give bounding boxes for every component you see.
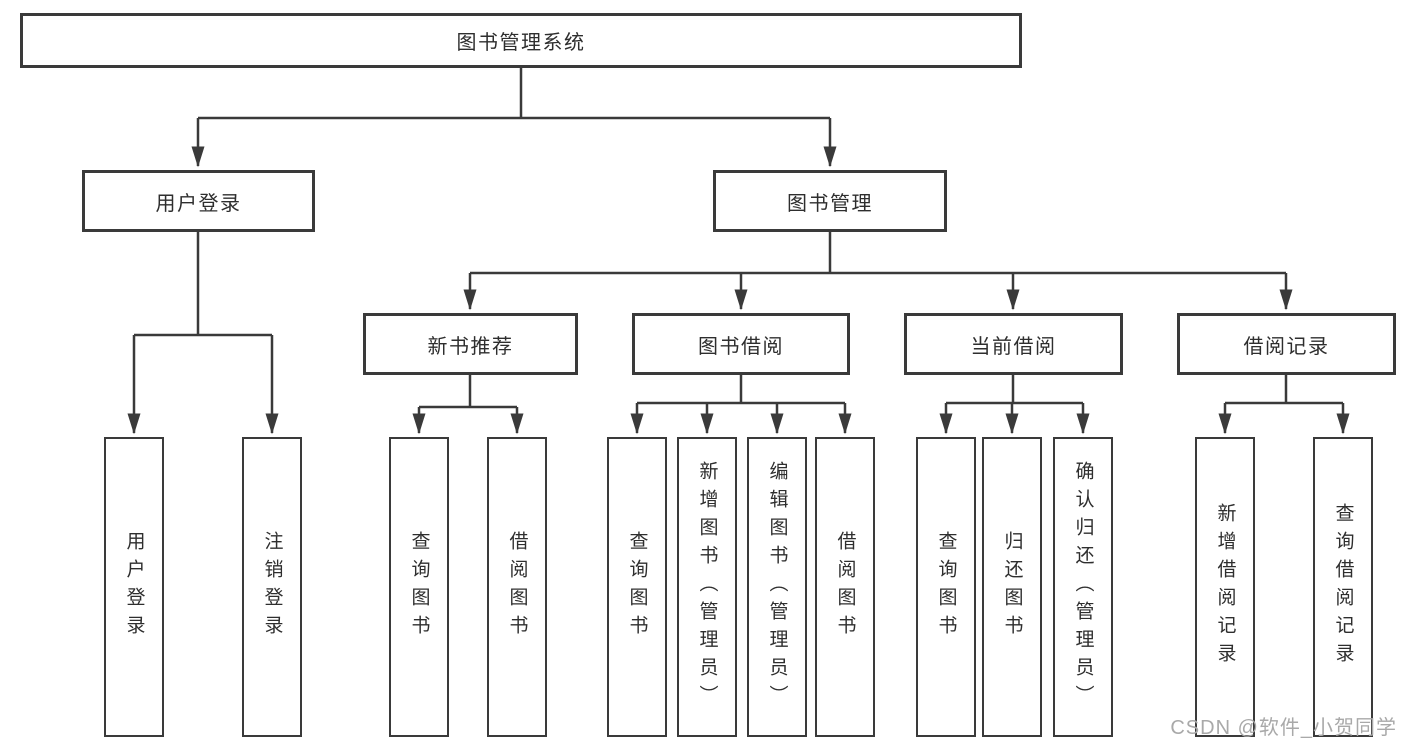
leaf-add-book-admin: 新增图书（管理员） xyxy=(677,437,737,737)
node-label: 用户登录 xyxy=(123,531,145,643)
node-label: 新书推荐 xyxy=(427,335,514,358)
leaf-user-login: 用户登录 xyxy=(104,437,164,737)
node-label: 新增图书（管理员） xyxy=(696,461,718,713)
node-label: 查询图书 xyxy=(408,531,430,643)
node-label: 用户登录 xyxy=(155,192,242,215)
node-label: 归还图书 xyxy=(1001,531,1023,643)
node-label: 图书借阅 xyxy=(698,335,784,358)
node-user-login: 用户登录 xyxy=(82,170,315,232)
node-label: 当前借阅 xyxy=(970,335,1057,358)
node-label: 注销登录 xyxy=(261,531,283,643)
node-label: 借阅记录 xyxy=(1243,335,1330,358)
leaf-add-borrow-record: 新增借阅记录 xyxy=(1195,437,1255,737)
leaf-query-books-current: 查询图书 xyxy=(916,437,976,737)
node-book-borrow: 图书借阅 xyxy=(632,313,850,375)
leaf-borrow-books-recommend: 借阅图书 xyxy=(487,437,547,737)
leaf-logout: 注销登录 xyxy=(242,437,302,737)
leaf-query-books-recommend: 查询图书 xyxy=(389,437,449,737)
node-label: 确认归还（管理员） xyxy=(1072,461,1094,713)
leaf-query-borrow-record: 查询借阅记录 xyxy=(1313,437,1373,737)
leaf-return-book: 归还图书 xyxy=(982,437,1042,737)
node-label: 查询借阅记录 xyxy=(1332,503,1354,671)
node-label: 借阅图书 xyxy=(506,531,528,643)
node-new-book-recommend: 新书推荐 xyxy=(363,313,578,375)
csdn-watermark: CSDN @软件_小贺同学 xyxy=(1170,717,1397,739)
node-label: 编辑图书（管理员） xyxy=(766,461,788,713)
node-label: 查询图书 xyxy=(935,531,957,643)
leaf-confirm-return-admin: 确认归还（管理员） xyxy=(1053,437,1113,737)
node-book-management: 图书管理 xyxy=(713,170,947,232)
node-current-borrow: 当前借阅 xyxy=(904,313,1123,375)
leaf-query-books-borrow: 查询图书 xyxy=(607,437,667,737)
node-label: 新增借阅记录 xyxy=(1214,503,1236,671)
leaf-edit-book-admin: 编辑图书（管理员） xyxy=(747,437,807,737)
node-label: 查询图书 xyxy=(626,531,648,643)
node-label: 借阅图书 xyxy=(834,531,856,643)
leaf-borrow-books: 借阅图书 xyxy=(815,437,875,737)
node-label: 图书管理 xyxy=(787,192,873,215)
node-library-management-system: 图书管理系统 xyxy=(20,13,1022,68)
node-borrow-records: 借阅记录 xyxy=(1177,313,1396,375)
node-label: 图书管理系统 xyxy=(456,32,586,54)
